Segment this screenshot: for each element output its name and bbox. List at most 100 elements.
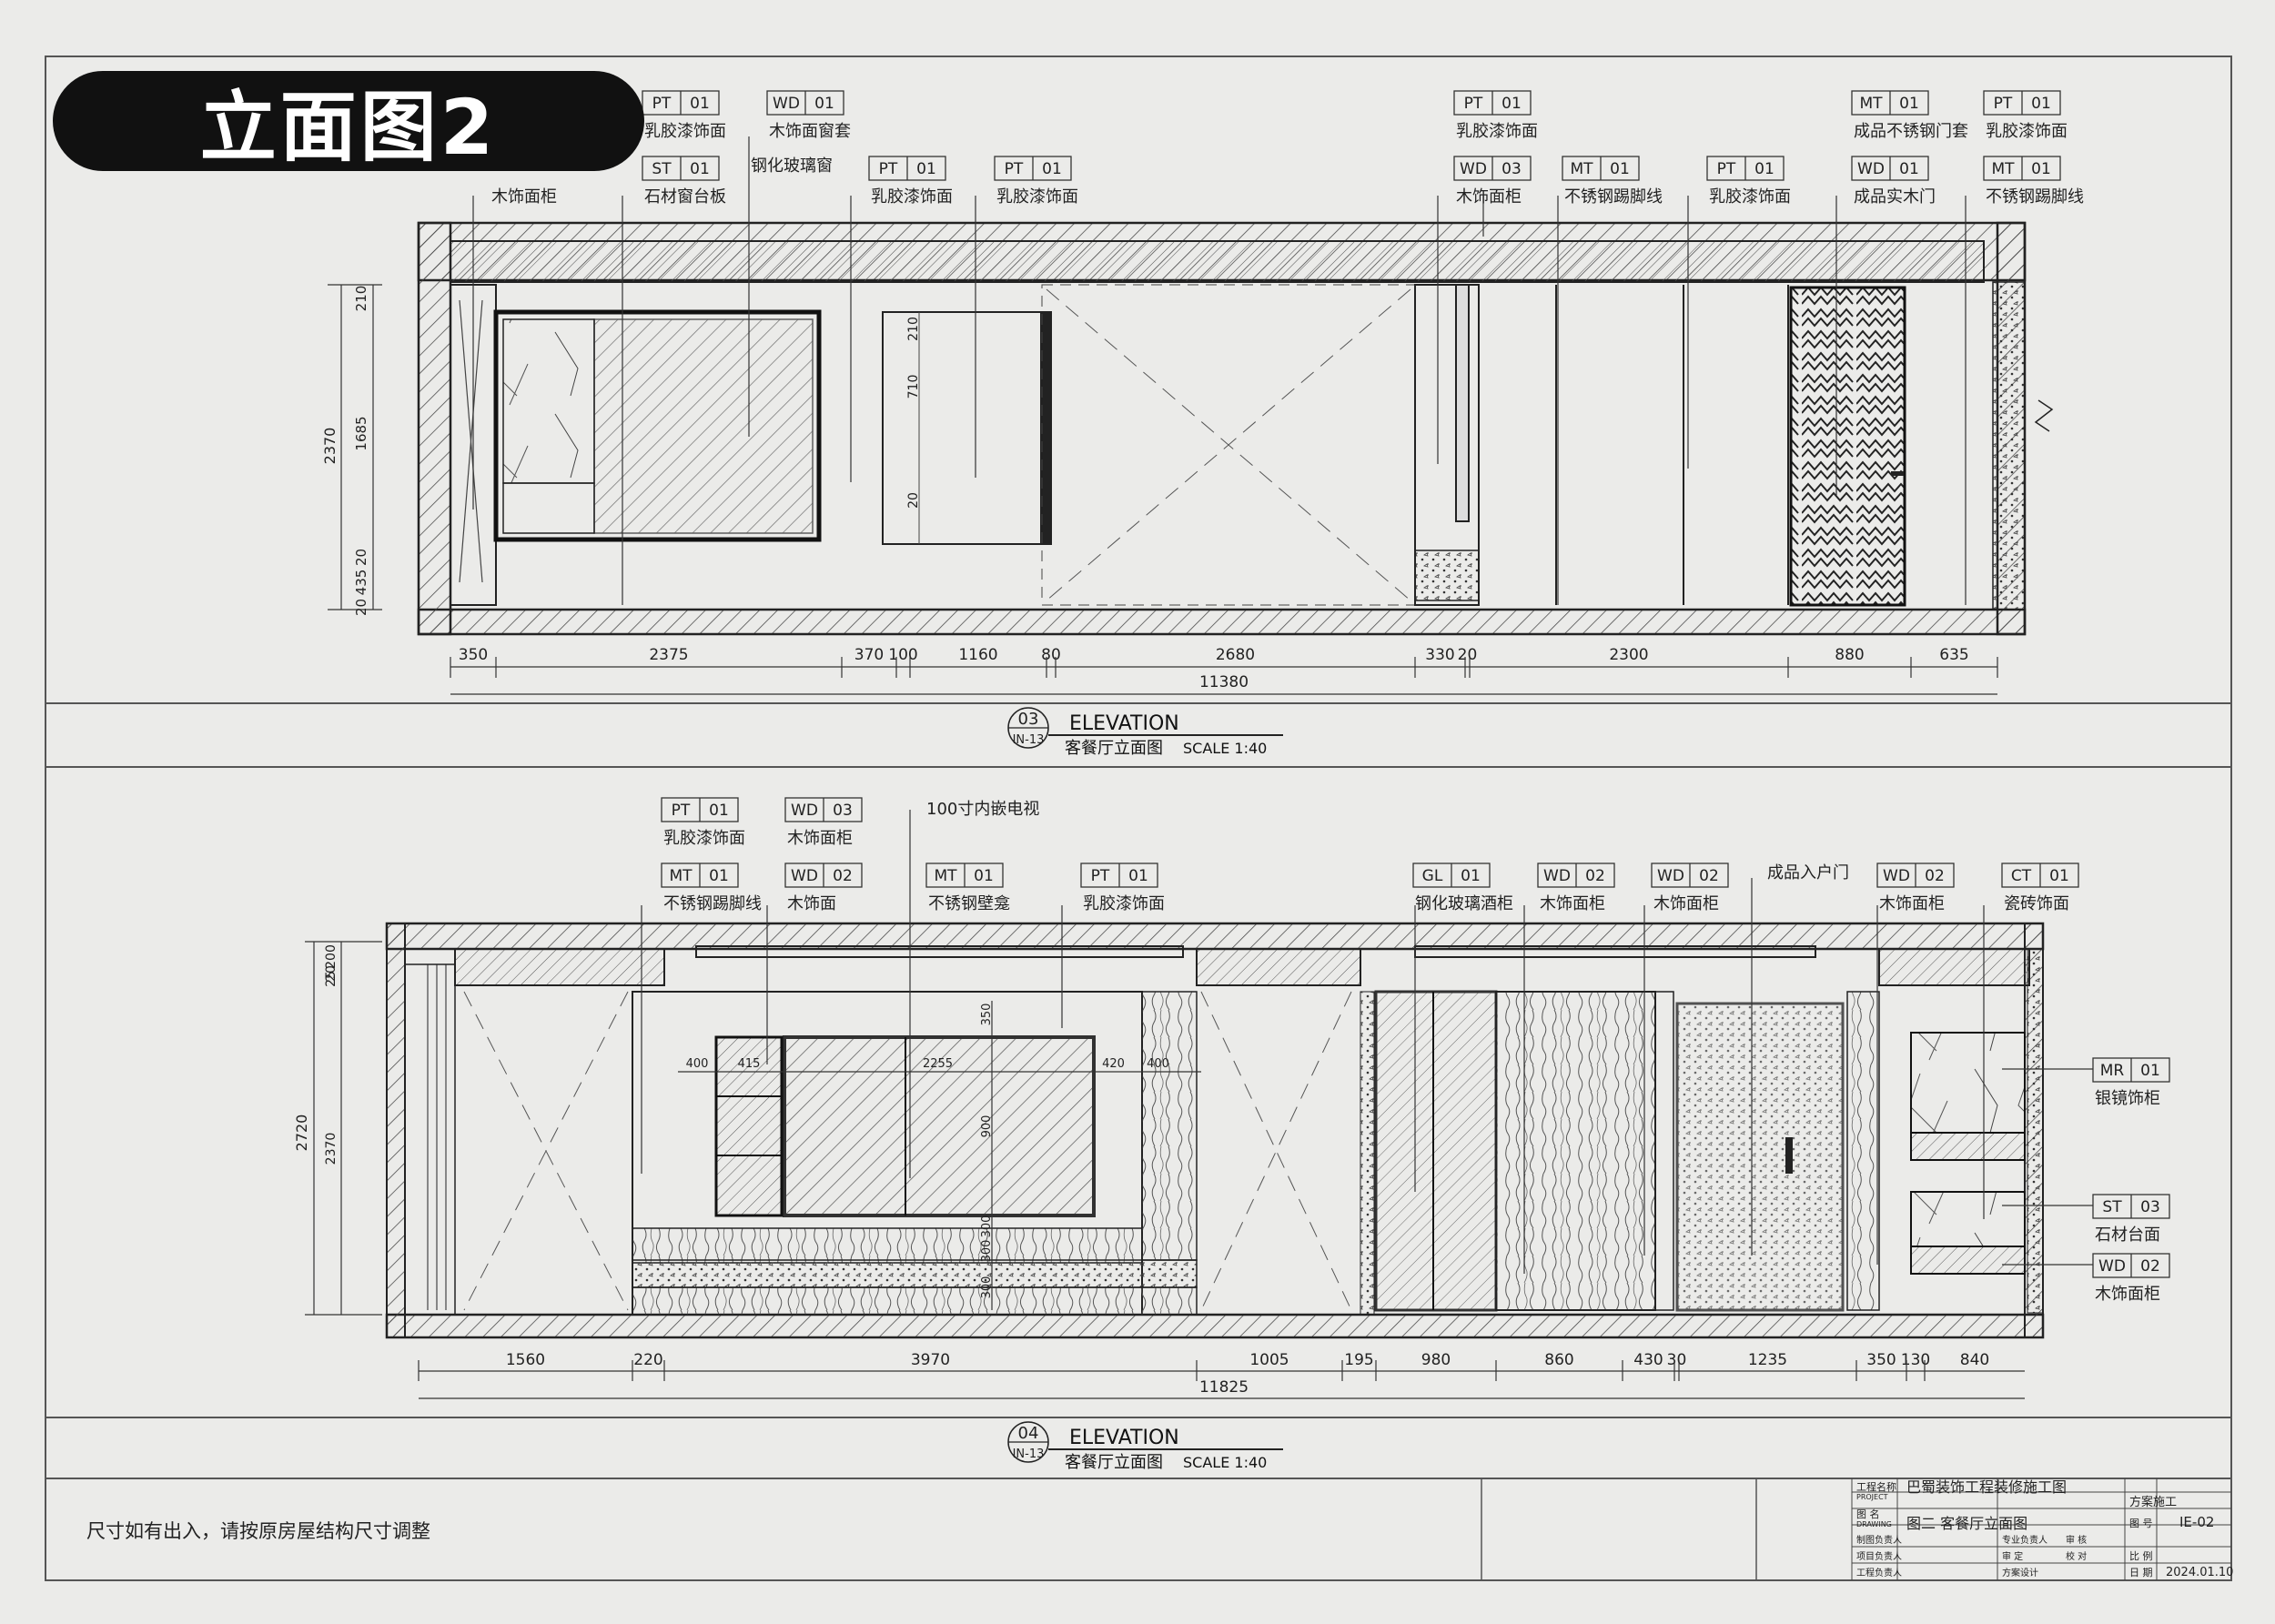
tag-code: PT (672, 802, 691, 820)
tv-dimension-400: 400 (686, 1057, 709, 1071)
tag-code: MT (669, 867, 693, 885)
dimension-220: 220 (633, 1351, 662, 1369)
title-block-role-label: 审 定 (2002, 1550, 2023, 1562)
material-tag-pt-01: PT 01 乳胶漆饰面 (661, 797, 745, 848)
dimension-left-total: 2370 (321, 428, 339, 465)
tag-number: 01 (709, 802, 729, 820)
tag-label: 不锈钢踢脚线 (1564, 187, 1663, 207)
tag-label: 乳胶漆饰面 (1709, 187, 1791, 207)
tag-code: MR (2100, 1062, 2125, 1080)
drawing-no: IE-02 (2179, 1514, 2214, 1530)
tag-number: 02 (833, 867, 853, 885)
tag-code: PT (879, 160, 898, 178)
tag-label: 乳胶漆饰面 (663, 829, 745, 848)
title-block-row-label: 工程负责人 (1856, 1567, 1902, 1579)
tag-label: 石材台面 (2095, 1226, 2160, 1245)
callout-scale: SCALE 1:40 (1183, 740, 1267, 757)
tag-number: 01 (2140, 1062, 2160, 1080)
tag-number: 02 (1585, 867, 1605, 885)
window-glass (593, 318, 814, 534)
sheet-border (45, 55, 2232, 1581)
dimension-1235: 1235 (1748, 1351, 1787, 1369)
callout-subtitle: 客餐厅立面图 (1065, 739, 1163, 758)
tag-code: ST (652, 160, 672, 178)
project-label-en: PROJECT (1856, 1493, 1888, 1501)
tag-number: 01 (1461, 867, 1481, 885)
tag-label: 乳胶漆饰面 (871, 187, 953, 207)
tag-code: PT (1464, 95, 1483, 113)
date-label: 日 期 (2129, 1567, 2153, 1579)
tag-code: WD (1543, 867, 1571, 885)
floor-slab-04 (385, 1313, 2045, 1339)
tv-dimension-v-900: 900 (980, 1115, 994, 1138)
drawing-name: 图二 客餐厅立面图 (1906, 1515, 2027, 1532)
dimension-inner-20: 20 (906, 492, 921, 509)
tag-number: 01 (1899, 160, 1919, 178)
dimension-left-210: 210 (353, 286, 369, 312)
tag-code: PT (1091, 867, 1110, 885)
page-title-badge: 立面图2 (53, 71, 644, 172)
tag-number: 01 (916, 160, 936, 178)
tag-number: 01 (1502, 95, 1522, 113)
project-label: 工程名称 (1856, 1480, 1896, 1493)
dimension-330: 330 (1425, 646, 1454, 664)
dimension-20: 20 (1458, 646, 1478, 664)
tag-label: 木饰面柜 (787, 829, 853, 848)
side-shelf (714, 1035, 784, 1217)
callout-title: ELEVATION (1069, 712, 1179, 735)
label-glass-window: 钢化玻璃窗 (751, 156, 833, 176)
tag-code: WD (1883, 867, 1910, 885)
callout-title: ELEVATION (1069, 1427, 1179, 1449)
tv-dimension-400: 400 (1147, 1057, 1169, 1071)
tag-code: GL (1422, 867, 1443, 885)
glass-wine-cabinet (1374, 990, 1498, 1312)
drawing-no-label: 图 号 (2129, 1518, 2153, 1529)
dimension-1160: 1160 (958, 646, 997, 664)
ceiling-slab-04 (385, 922, 2045, 951)
tag-label: 木饰面柜 (1879, 894, 1945, 913)
tag-label: 不锈钢壁龛 (928, 894, 1010, 913)
tv-dimension-420: 420 (1102, 1057, 1125, 1071)
dimension-left-200: 200 (324, 944, 339, 969)
callout-sheet-ref: IN-13 (1013, 1447, 1045, 1461)
dimension-inner-210: 210 (906, 317, 921, 341)
tag-code: WD (2098, 1257, 2126, 1276)
dimension-195: 195 (1344, 1351, 1373, 1369)
label-entry-door: 成品入户门 (1767, 863, 1849, 883)
tv-niche (783, 1035, 1096, 1217)
page-title: 立面图2 (199, 82, 498, 172)
tag-number: 01 (709, 867, 729, 885)
dimension-left-20: 20 (324, 965, 339, 982)
dimension-1005: 1005 (1249, 1351, 1289, 1369)
title-block-row-label: 项目负责人 (1856, 1550, 1902, 1562)
tag-label: 木饰面窗套 (769, 122, 851, 141)
tag-code: PT (1994, 95, 2013, 113)
tag-number: 02 (1699, 867, 1719, 885)
title-block-role-label: 方案设计 (2002, 1567, 2038, 1579)
tag-code: CT (2011, 867, 2032, 885)
tag-number: 01 (690, 95, 710, 113)
tag-label: 乳胶漆饰面 (644, 122, 726, 141)
tag-code: WD (773, 95, 800, 113)
tag-code: PT (652, 95, 672, 113)
dimension-430: 430 (1633, 1351, 1663, 1369)
left-wall (417, 221, 452, 636)
label-left-cabinet: 木饰面柜 (491, 187, 557, 207)
tag-label: 木饰面柜 (1540, 894, 1605, 913)
tag-number: 01 (974, 867, 994, 885)
tag-code: WD (1460, 160, 1487, 178)
